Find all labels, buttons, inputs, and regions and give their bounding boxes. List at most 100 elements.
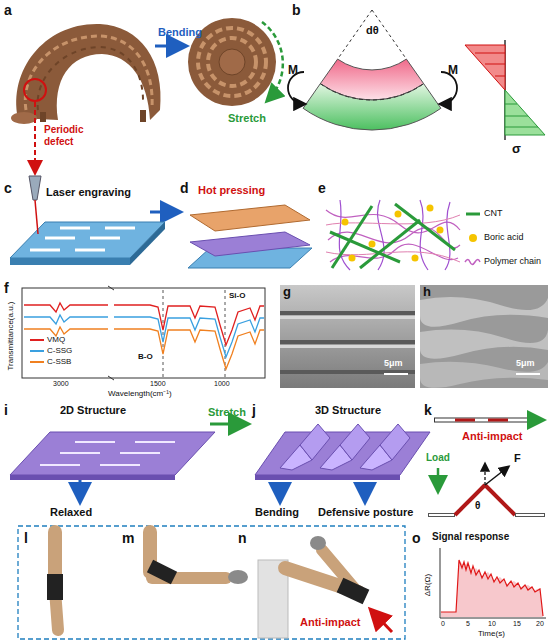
laser-plate-part <box>90 237 120 240</box>
structure-label: 3D Structure <box>315 404 381 417</box>
network-part <box>326 215 460 225</box>
sem-image-part <box>280 285 415 388</box>
sem-image-part <box>280 316 415 319</box>
mechanics-sketch-part <box>455 485 485 515</box>
legend-text: Polymer chain <box>484 256 541 266</box>
network <box>326 200 460 270</box>
network-part <box>427 205 434 212</box>
mechanics-sketch <box>428 420 545 515</box>
bent-beam-part <box>320 84 423 100</box>
arm-photos-part <box>18 526 405 639</box>
ftir-plot-part-part-part <box>24 315 108 324</box>
panel-letter: f <box>4 280 9 296</box>
panel-letter: e <box>318 180 326 196</box>
network-part <box>395 204 455 250</box>
kirigami-2d-part <box>120 452 160 454</box>
mechanics-sketch-part <box>515 513 545 517</box>
posture-label: Bending <box>255 506 299 519</box>
axis-title: Wavelength(cm⁻¹) <box>108 389 172 398</box>
legend-text: C-SSG <box>47 346 72 355</box>
tick-label: 10 <box>488 620 496 628</box>
plot-title: Signal response <box>432 531 509 543</box>
signal-plot-part <box>440 618 546 619</box>
network-part <box>395 211 402 218</box>
pointer-arrows-part <box>79 480 82 500</box>
kirigami-2d-part <box>210 423 246 426</box>
pangolin-part <box>38 47 143 110</box>
tick-label: 1000 <box>214 380 230 388</box>
panel-letter: o <box>412 530 421 546</box>
peak-label: B-O <box>138 352 153 361</box>
kirigami-3d-part <box>340 424 370 460</box>
mechanics-sketch-part <box>485 485 515 515</box>
mechanics-sketch-part <box>434 418 528 423</box>
process-arrows-part <box>150 211 178 214</box>
arm-photos-part <box>310 536 326 550</box>
stress-label: σ <box>512 142 521 157</box>
laser-plate-part <box>29 176 41 200</box>
sem-image-part <box>280 340 415 344</box>
rolled-pangolin-part <box>198 28 266 96</box>
kirigami-2d <box>10 424 246 480</box>
tick-label: 1500 <box>150 380 166 388</box>
sem-image-part <box>516 373 540 375</box>
structure-label: 2D Structure <box>60 404 126 417</box>
ftir-plot-part <box>108 376 114 380</box>
tick-label: 0 <box>441 620 445 628</box>
ftir-plot-part-part-part <box>24 303 108 312</box>
kirigami-2d-part <box>60 452 100 454</box>
pointer-arrows-part <box>279 482 282 500</box>
sem-image-part <box>280 370 415 374</box>
legend-text: VMQ <box>47 335 65 344</box>
pangolin-part <box>16 24 160 120</box>
moment-label: M <box>448 64 458 78</box>
kirigami-3d-part <box>380 424 410 460</box>
legend-samples-part <box>465 260 480 265</box>
laser-plate-part <box>10 258 130 265</box>
mechanics-sketch-part <box>455 419 475 422</box>
mechanics-sketch-part <box>530 419 542 422</box>
ftir-plot-part-part <box>24 303 264 345</box>
posture-label: Relaxed <box>50 506 92 519</box>
sem-image <box>280 285 548 388</box>
laser-plate-part <box>30 249 60 252</box>
peak-label: Si-O <box>229 291 245 300</box>
signal-plot-part <box>440 548 441 618</box>
angle-label: dθ <box>366 24 379 37</box>
panel-letter: j <box>252 402 256 418</box>
kirigami-2d-part <box>75 441 115 443</box>
tick-label: 20 <box>536 620 544 628</box>
mechanics-sketch-part <box>516 514 544 516</box>
network-part <box>339 200 350 270</box>
network-part <box>360 220 420 268</box>
panel-letter: k <box>424 402 432 418</box>
process-arrows-part <box>262 22 283 100</box>
sem-image-part <box>280 345 415 348</box>
pangolin-part <box>140 110 146 122</box>
process-arrows <box>35 22 283 212</box>
ftir-plot-part-part <box>24 327 264 369</box>
kirigami-2d-part <box>10 475 175 480</box>
laser-plate-part <box>35 200 38 234</box>
sem-image-part <box>420 330 548 359</box>
ftir-plot-part <box>108 286 114 290</box>
ftir-plot-part-part-part <box>24 327 108 336</box>
kirigami-2d-part <box>40 464 80 466</box>
laser-plate-part <box>130 222 165 265</box>
ftir-plot-part <box>24 303 264 369</box>
mechanics-sketch-part <box>484 464 485 485</box>
panel-letter: b <box>292 2 301 18</box>
kirigami-2d-part <box>135 441 175 443</box>
ftir-plot-part-part <box>24 315 264 357</box>
network-part <box>349 255 356 262</box>
network-part <box>445 202 450 270</box>
step-label: Stretch <box>228 112 266 125</box>
kirigami-2d-part <box>100 464 140 466</box>
network-part <box>412 255 419 262</box>
step-label: Hot pressing <box>198 184 265 197</box>
legend-samples-part <box>30 361 44 363</box>
arm-photos-part <box>150 566 174 578</box>
axis-title: Time(s) <box>478 629 505 638</box>
tick-label: 3000 <box>53 380 69 388</box>
